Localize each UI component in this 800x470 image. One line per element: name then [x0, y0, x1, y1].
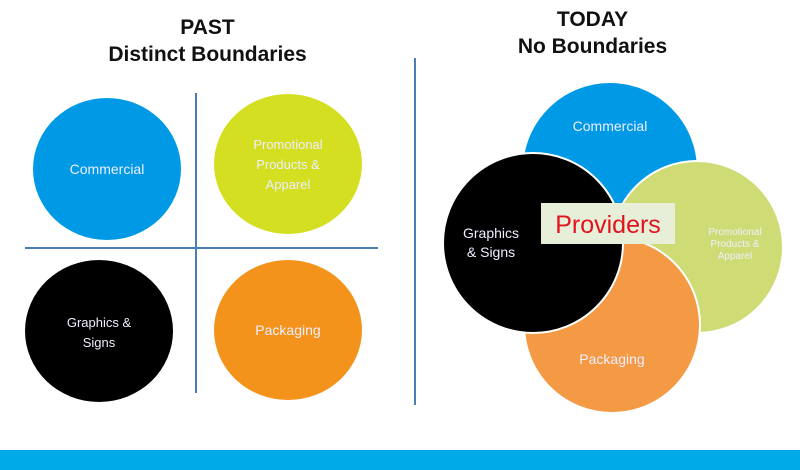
providers-box [541, 203, 675, 244]
past-promo-label-1: Promotional [253, 137, 322, 152]
today-graphics-label-1: Graphics [463, 225, 519, 241]
past-packaging-circle [214, 260, 362, 400]
today-promo-label-1: Promotional [708, 227, 761, 238]
past-graphics-label-1: Graphics & [67, 315, 132, 330]
today-promo-label-2: Products & [711, 239, 760, 250]
providers-label: Providers [555, 211, 661, 239]
past-promo-label-3: Apparel [266, 177, 311, 192]
bottom-bar [0, 450, 800, 470]
past-graphics-label-2: Signs [83, 335, 116, 350]
past-packaging-label: Packaging [255, 322, 320, 338]
today-packaging-label: Packaging [579, 351, 644, 367]
today-title: TODAY No Boundaries [445, 6, 740, 60]
today-title-line2: No Boundaries [517, 35, 668, 58]
past-commercial-circle [33, 98, 181, 240]
today-graphics-label-2: & Signs [467, 244, 515, 260]
today-commercial-label: Commercial [573, 118, 648, 134]
past-title-line1: PAST [180, 16, 235, 39]
past-promo-circle [214, 94, 362, 234]
today-promo-label-3: Apparel [718, 251, 752, 262]
past-graphics-circle [25, 260, 173, 402]
past-commercial-label: Commercial [70, 161, 145, 177]
past-title-line2: Distinct Boundaries [108, 43, 307, 66]
past-promo-label-2: Products & [256, 157, 320, 172]
past-title: PAST Distinct Boundaries [60, 14, 355, 68]
today-title-line1: TODAY [556, 8, 629, 31]
